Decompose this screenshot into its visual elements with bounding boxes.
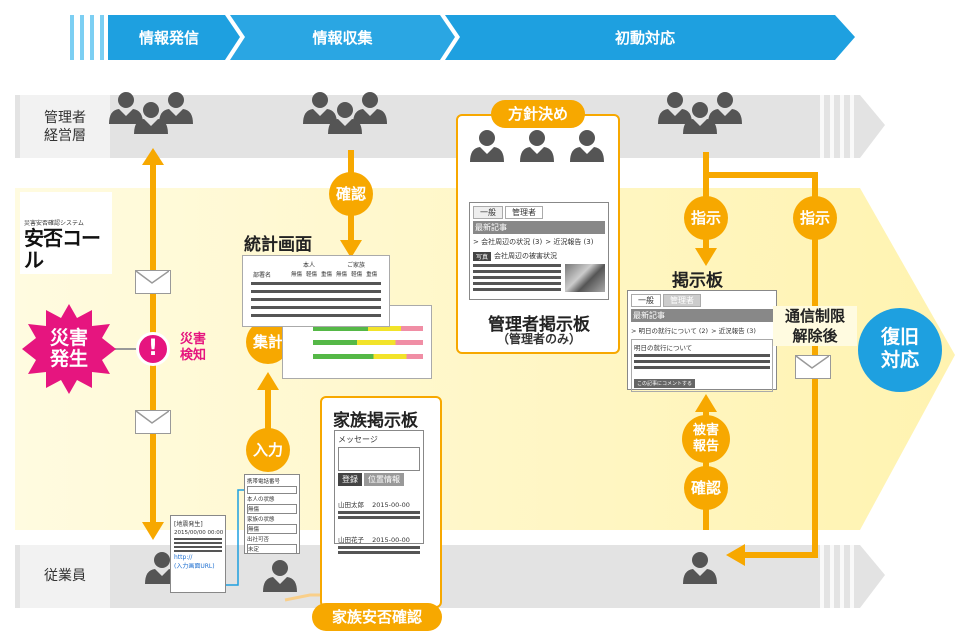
employee-lane (15, 545, 885, 608)
stats-title: 統計画面 (244, 235, 312, 255)
board-link-2[interactable]: > 近況報告 (3) (711, 327, 756, 335)
policy-people (470, 130, 604, 162)
phase-stripe (70, 15, 74, 60)
stats-subheaders: 無傷 軽傷 重傷 無傷 軽傷 重傷 (291, 272, 378, 278)
admin-only-note: （管理者のみ） (496, 332, 581, 346)
message-label: メッセージ (338, 435, 378, 444)
brand-name: 安否コール (24, 226, 101, 272)
input-form: 携帯電話番号 本人の状態 無傷 家族の状態 無傷 出社可否 未定 (244, 474, 300, 554)
form-field-label: 家族の状態 (247, 517, 275, 523)
instruct-badge-2: 指示 (793, 196, 837, 240)
family-status-select[interactable]: 無傷 (247, 524, 297, 534)
form-field-label: 出社可否 (247, 537, 270, 543)
board-post-title[interactable]: 明日の就行について (634, 344, 693, 352)
attendance-select[interactable]: 未定 (247, 544, 297, 554)
mail-screen-header: [地震発生] (174, 521, 203, 528)
location-button[interactable]: 位置情報 (364, 473, 404, 486)
board-tab-admin[interactable]: 管理者 (663, 294, 701, 307)
admin-tab-general[interactable]: 一般 (473, 206, 503, 219)
lane-label-management: 管理者 経営層 (44, 110, 86, 144)
phase-label-1: 情報発信 (138, 29, 199, 47)
phone-input[interactable] (247, 486, 297, 494)
mail-icon (135, 410, 171, 434)
stats-table: 部署名 本人 ご家族 無傷 軽傷 重傷 無傷 軽傷 重傷 (242, 255, 390, 327)
family-board-screen: メッセージ 登録 位置情報 山田太郎 2015-00-00 山田花子 2015-… (334, 430, 424, 554)
lane-label-employee: 従業員 (44, 568, 86, 584)
instruct-badge-1: 指示 (684, 196, 728, 240)
mail-icon (135, 270, 171, 294)
form-field-label: 本人の状態 (247, 497, 275, 503)
board-tab-general[interactable]: 一般 (631, 294, 661, 307)
mail-screen-link[interactable]: http:// (174, 554, 193, 561)
admin-tab-admin[interactable]: 管理者 (505, 206, 543, 219)
admin-board-title: 管理者掲示板 (488, 315, 590, 335)
stats-group-header: 本人 (303, 262, 316, 269)
brand-logo: 災害安否確認システム 安否コール (24, 218, 112, 271)
input-badge: 入力 (246, 428, 290, 472)
admin-board-screen: 一般 管理者 最新記事 > 会社周辺の状況 (3) > 近況報告 (3) 写真 … (469, 202, 609, 300)
phase-label-2: 情報収集 (312, 29, 373, 47)
damage-report-badge: 被害 報告 (682, 415, 730, 463)
phase-3-arrow (445, 15, 855, 60)
board-screen: 一般 管理者 最新記事 > 明日の就行について (2) > 近況報告 (3) 明… (627, 290, 777, 392)
alert-icon: ! (136, 332, 170, 366)
board-link-1[interactable]: > 明日の就行について (2) (631, 327, 709, 335)
confirm-badge-bottom: 確認 (684, 466, 728, 510)
admin-link-1[interactable]: > 会社周辺の状況 (3) (473, 238, 543, 246)
admin-tag: 写真 (473, 251, 492, 261)
mail-screen-datetime: 2015/00/00 00:00 (174, 530, 224, 536)
stats-col-header: 部署名 (253, 272, 272, 279)
mail-icon (795, 355, 831, 379)
stats-rows (251, 282, 381, 322)
phase-2-arrow (230, 15, 455, 60)
confirm-badge: 確認 (329, 172, 373, 216)
family-board-title: 家族掲示板 (333, 411, 418, 431)
comment-button[interactable]: この記事にコメントする (634, 379, 696, 388)
self-status-select[interactable]: 無傷 (247, 504, 297, 514)
family-confirm-label: 家族安否確認 (312, 603, 442, 631)
family-post: 山田太郎 2015-00-00 (338, 492, 420, 519)
disaster-occurrence-label: 災害 発生 (49, 327, 88, 370)
board-latest-header: 最新記事 (631, 309, 773, 322)
mail-screen-link-desc[interactable]: (入力画面URL) (174, 563, 215, 570)
brand-subtitle: 災害安否確認システム (24, 220, 84, 227)
burst-shape (22, 304, 116, 394)
admin-post-title[interactable]: 会社周辺の被害状況 (494, 252, 558, 260)
stats-group-header: ご家族 (347, 262, 366, 269)
message-input[interactable] (338, 447, 420, 471)
board-title: 掲示板 (672, 271, 723, 291)
damage-photo (565, 264, 605, 292)
disaster-detection-label: 災害 検知 (180, 332, 207, 363)
admin-link-2[interactable]: > 近況報告 (3) (545, 238, 594, 246)
admin-latest-header: 最新記事 (473, 221, 605, 234)
policy-label: 方針決め (491, 100, 585, 128)
phase-1-arrow (108, 15, 240, 60)
form-field-label: 携帯電話番号 (247, 479, 281, 485)
disaster-burst: 災害 発生 (22, 304, 116, 394)
recovery-badge: 復旧 対応 (858, 308, 942, 392)
family-post: 山田花子 2015-00-00 (338, 527, 420, 554)
mail-screen: [地震発生] 2015/00/00 00:00 http:// (入力画面URL… (170, 515, 226, 593)
comm-limit-label: 通信制限 解除後 (773, 306, 857, 346)
phase-label-3: 初動対応 (614, 29, 675, 47)
register-button[interactable]: 登録 (338, 473, 362, 486)
